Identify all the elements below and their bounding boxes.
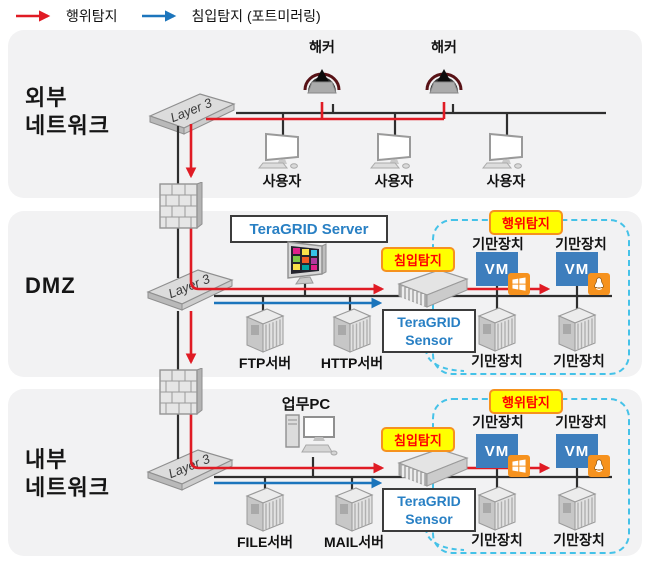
- internal-vm-label-1: 기만장치: [472, 414, 524, 430]
- server-rack-icon: [243, 486, 287, 537]
- dmz-vm-label-2: 기만장치: [555, 236, 607, 252]
- deception-server-rack-icon: [475, 485, 519, 536]
- zone-label-internal: 내부 네트워크: [25, 447, 110, 500]
- zone-label-external: 외부 네트워크: [25, 85, 110, 138]
- internal-behavior-badge: 행위탐지: [489, 389, 563, 414]
- server-rack-icon: [243, 307, 287, 358]
- vm-box: VM: [556, 434, 598, 468]
- user-pc-icon: [369, 132, 418, 175]
- layer3-switch-icon: Layer 3: [146, 90, 238, 141]
- dmz-vm-label-1: 기만장치: [472, 236, 524, 252]
- legend: 행위탐지 침입탐지 (포트미러링): [14, 5, 335, 27]
- internal-vm-label-2: 기만장치: [555, 414, 607, 430]
- teragrid-sensor-box: TeraGRID Sensor: [382, 309, 476, 353]
- hacker-label-2: 해커: [431, 39, 457, 55]
- deception-server-rack-icon: [555, 306, 599, 357]
- hacker-icon: [300, 56, 344, 107]
- network-switch-icon: [397, 266, 469, 315]
- dmz-deception-label-1: 기만장치: [471, 353, 523, 369]
- deception-server-rack-icon: [555, 485, 599, 536]
- layer3-switch-icon: Layer 3: [144, 266, 236, 317]
- user-label-3: 사용자: [486, 173, 526, 189]
- hacker-icon: [422, 56, 466, 107]
- work-pc-label: 업무PC: [281, 396, 331, 413]
- zone-label-dmz: DMZ: [25, 273, 76, 298]
- firewall-icon: [159, 367, 203, 421]
- teragrid-sensor-box: TeraGRID Sensor: [382, 488, 476, 532]
- user-label-2: 사용자: [374, 173, 414, 189]
- server-rack-icon: [330, 307, 374, 358]
- internal-deception-label-1: 기만장치: [471, 532, 523, 548]
- dmz-deception-label-2: 기만장치: [553, 353, 605, 369]
- linux-icon: [588, 455, 610, 477]
- windows-icon: [508, 273, 530, 295]
- deception-server-rack-icon: [475, 306, 519, 357]
- user-pc-icon: [481, 132, 530, 175]
- internal-deception-label-2: 기만장치: [553, 532, 605, 548]
- ftp-server-label: FTP서버: [238, 355, 292, 371]
- linux-icon: [588, 273, 610, 295]
- hacker-label-1: 해커: [309, 39, 335, 55]
- network-switch-icon: [397, 445, 469, 494]
- behavior-arrow-icon: [16, 10, 51, 22]
- legend-behavior-label: 행위탐지: [66, 8, 118, 24]
- internal-intrusion-badge: 침입탐지: [381, 427, 455, 452]
- dmz-intrusion-badge: 침입탐지: [381, 247, 455, 272]
- http-server-label: HTTP서버: [320, 355, 384, 371]
- user-pc-icon: [257, 132, 306, 175]
- intrusion-arrow-icon: [141, 10, 176, 22]
- layer3-switch-icon: Layer 3: [144, 446, 236, 497]
- firewall-icon: [159, 181, 203, 235]
- legend-intrusion-label: 침입탐지 (포트미러링): [191, 8, 321, 24]
- file-server-label: FILE서버: [236, 534, 294, 550]
- server-rack-icon: [332, 486, 376, 537]
- mail-server-label: MAIL서버: [324, 534, 384, 550]
- windows-icon: [508, 455, 530, 477]
- workstation-icon: [282, 411, 338, 462]
- dmz-behavior-badge: 행위탐지: [489, 210, 563, 235]
- user-label-1: 사용자: [262, 173, 302, 189]
- teragrid-server-display-icon: [282, 238, 330, 291]
